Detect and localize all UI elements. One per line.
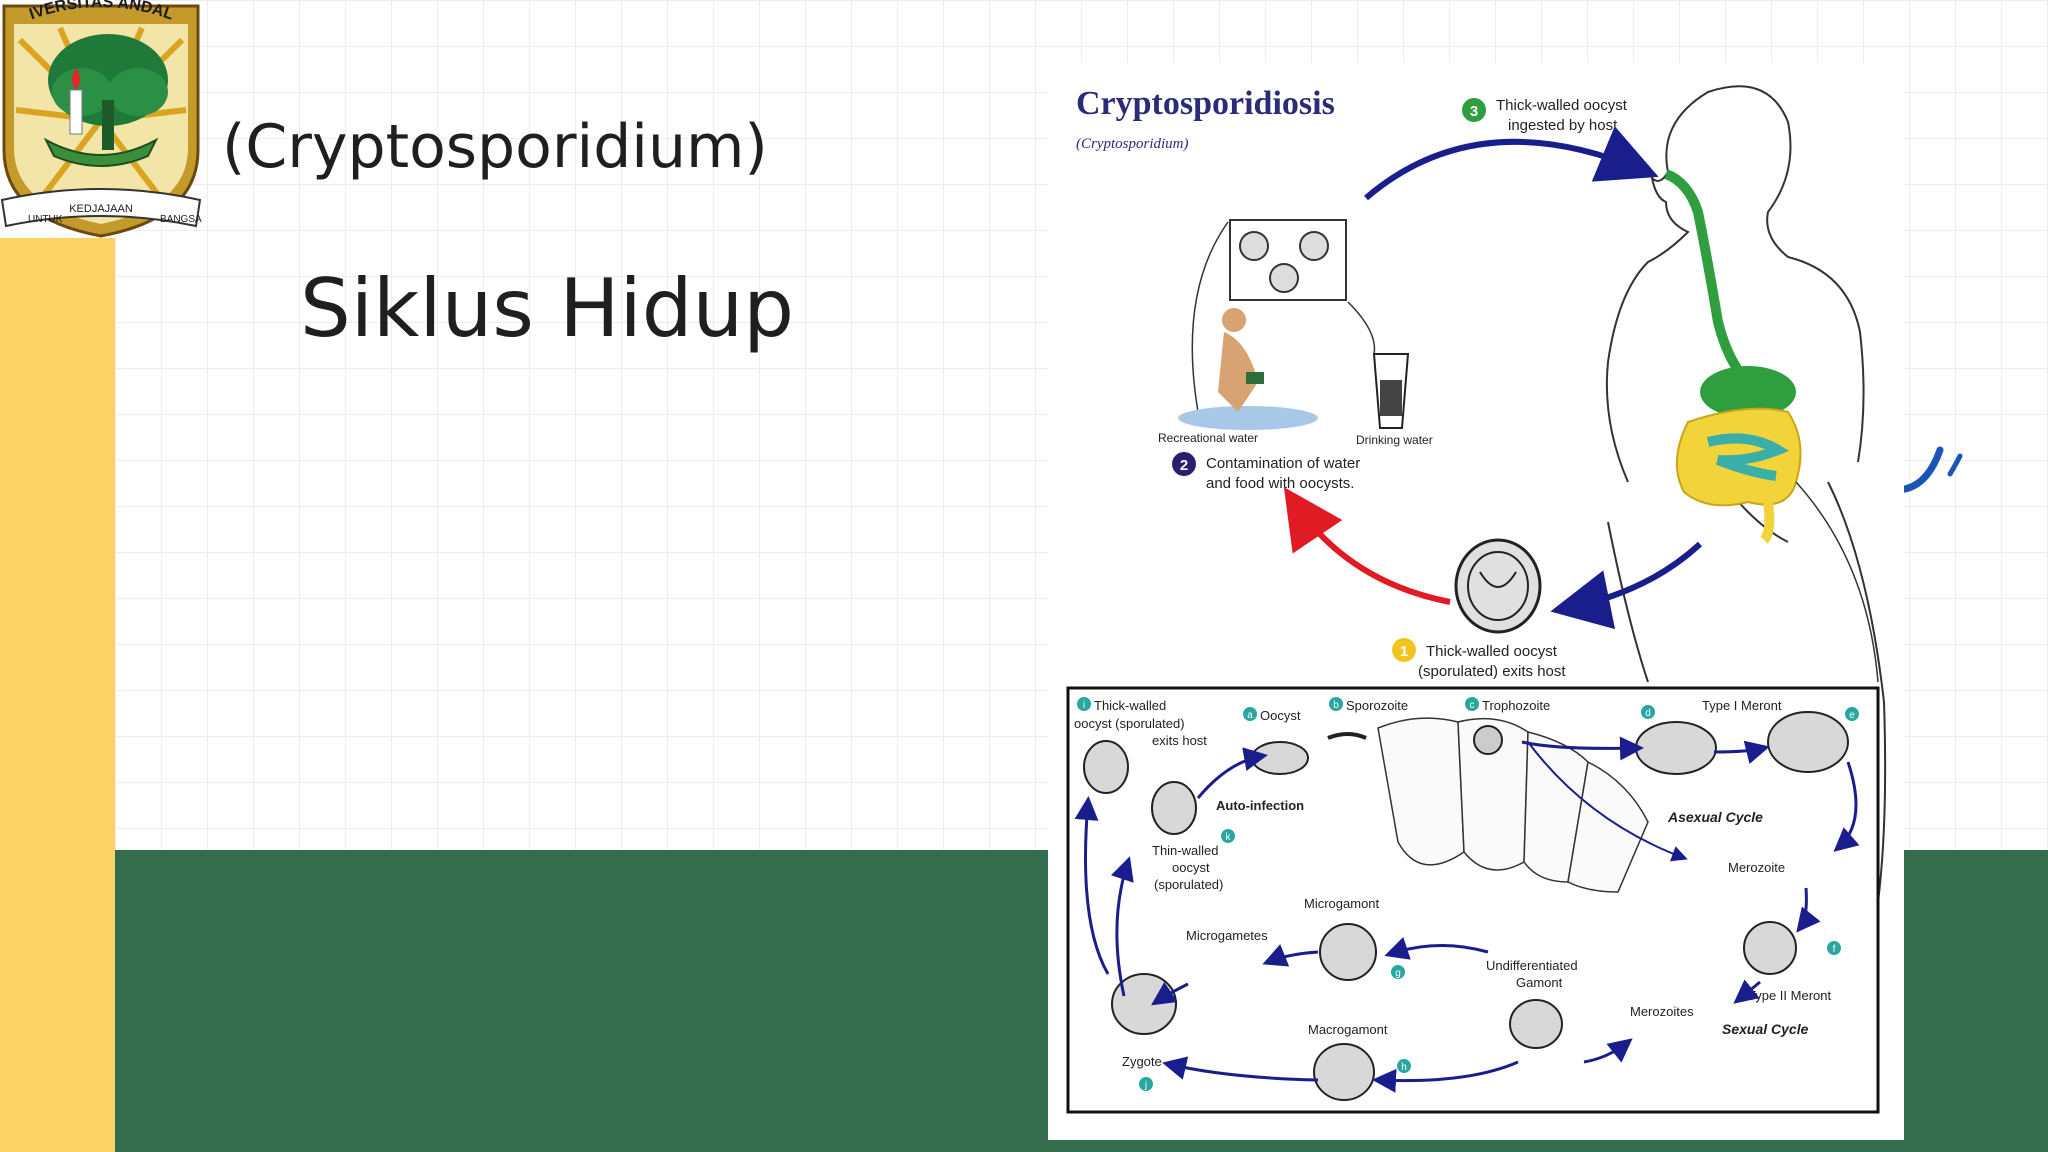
inset-oocyst-label: Oocyst: [1260, 708, 1301, 723]
inset-type1-meront-label: Type I Meront: [1702, 698, 1782, 713]
badge-j: j: [1144, 1080, 1147, 1091]
inset-life-cycle: i Thick-walled oocyst (sporulated) exits…: [1066, 686, 1880, 1114]
badge-i: i: [1083, 700, 1085, 711]
recreational-water-illustration: [1178, 308, 1318, 430]
badge-k: k: [1226, 832, 1232, 843]
inset-k-line-3: (sporulated): [1154, 877, 1223, 892]
badge-g: g: [1395, 968, 1401, 979]
step-2-line-2: and food with oocysts.: [1206, 475, 1354, 492]
undifferentiated-label: Undifferentiated: [1486, 958, 1578, 973]
arrow-to-host: [1364, 126, 1659, 201]
inset-i-line-2: oocyst (sporulated): [1074, 716, 1185, 731]
merozoite-label: Merozoite: [1728, 860, 1785, 875]
logo-ribbon-center: KEDJAJAAN: [69, 203, 133, 215]
badge-h: h: [1401, 1062, 1407, 1073]
arrow-exits-host: [1550, 541, 1703, 630]
microgametes-label: Microgametes: [1186, 928, 1268, 943]
step-3-badge: [1462, 98, 1486, 122]
logo-ribbon-right: BANGSA: [160, 214, 202, 225]
university-logo: UNIVERSITAS ANDALAS UNTUK KEDJAJAAN BANG…: [0, 0, 202, 238]
type2-meront-label: Type II Meront: [1748, 988, 1831, 1003]
stomach: [1700, 366, 1796, 418]
step-1-badge: [1392, 638, 1416, 662]
badge-b: b: [1333, 700, 1339, 711]
inset-i-line-1: Thick-walled: [1094, 698, 1166, 713]
badge-e: e: [1849, 710, 1855, 721]
gamont-label: Gamont: [1516, 975, 1563, 990]
inset-trophozoite-label: Trophozoite: [1482, 698, 1550, 713]
merozoites-label: Merozoites: [1630, 1004, 1694, 1019]
step-1-line-2: (sporulated) exits host: [1418, 663, 1566, 680]
diagram-subtitle: (Cryptosporidium): [1076, 136, 1189, 152]
zygote-label: Zygote: [1122, 1054, 1162, 1069]
human-host-outline: [1605, 85, 1887, 903]
auto-infection-label: Auto-infection: [1216, 798, 1304, 813]
logo-ribbon-left: UNTUK: [28, 214, 63, 225]
step-1-line-1: Thick-walled oocyst: [1426, 643, 1558, 660]
badge-f: f: [1833, 944, 1836, 955]
badge-c: c: [1470, 700, 1475, 711]
esophagus: [1664, 169, 1752, 386]
thick-walled-oocyst-illustration: [1454, 538, 1542, 634]
badge-a: a: [1247, 710, 1253, 721]
inset-i-line-3: exits host: [1152, 733, 1207, 748]
asexual-cycle-label: Asexual Cycle: [1667, 809, 1763, 825]
step-2-number: 2: [1180, 457, 1188, 474]
oocysts-box: [1229, 219, 1347, 301]
sexual-cycle-label: Sexual Cycle: [1722, 1021, 1809, 1037]
step-3-line-1: Thick-walled oocyst: [1496, 97, 1628, 114]
arrow-contamination: [1283, 487, 1451, 605]
step-2-line-1: Contamination of water: [1206, 455, 1360, 472]
inset-sporozoite-label: Sporozoite: [1346, 698, 1408, 713]
macrogamont-label: Macrogamont: [1308, 1022, 1388, 1037]
inset-k-line-2: oocyst: [1172, 860, 1210, 875]
inset-k-line-1: Thin-walled: [1152, 843, 1218, 858]
intestinal-epithelium: [1377, 717, 1649, 893]
life-cycle-diagram-panel: Cryptosporidiosis (Cryptosporidium) 3 Th…: [1048, 62, 1904, 1140]
slide-subtitle: (Cryptosporidium): [222, 112, 768, 182]
slide-title: Siklus Hidup: [300, 262, 795, 355]
step-3-line-2: ingested by host: [1508, 117, 1618, 134]
blue-brush-mark: [1896, 446, 1963, 494]
step-1-number: 1: [1400, 643, 1408, 660]
yellow-side-bar: [0, 238, 115, 1152]
step-3-number: 3: [1470, 103, 1478, 120]
drinking-water-illustration: [1372, 353, 1410, 429]
step-2-badge: [1172, 452, 1196, 476]
recreational-water-label: Recreational water: [1158, 431, 1258, 445]
life-cycle-diagram: Cryptosporidiosis (Cryptosporidium) 3 Th…: [1066, 85, 1887, 1114]
microgamont-label: Microgamont: [1304, 896, 1380, 911]
diagram-title: Cryptosporidiosis: [1076, 85, 1335, 122]
badge-d: d: [1645, 708, 1651, 719]
small-intestine: [1706, 433, 1790, 481]
drinking-water-label: Drinking water: [1356, 433, 1433, 447]
